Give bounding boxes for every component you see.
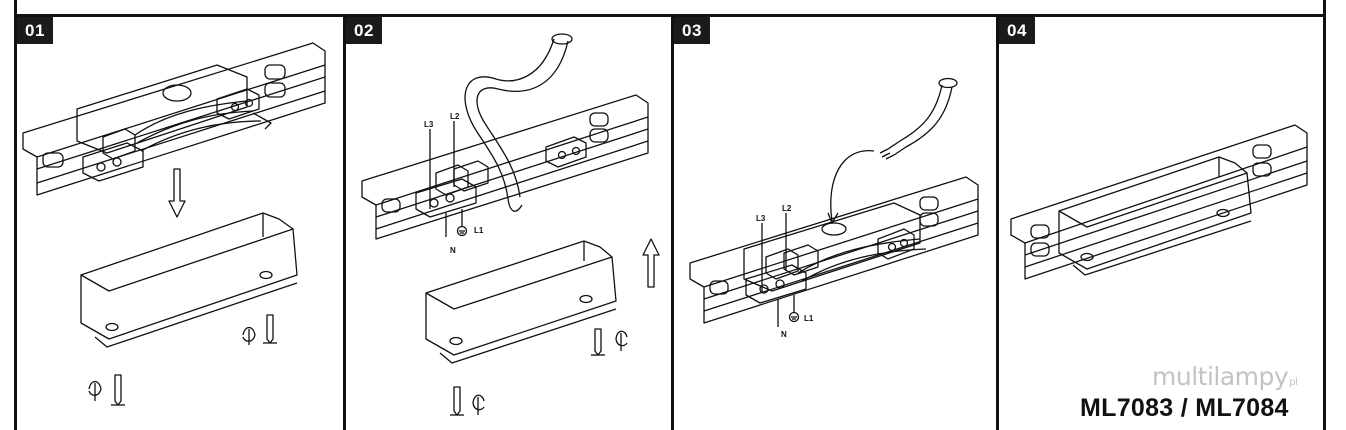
supply-cable [827,77,958,224]
model-number: ML7083 / ML7084 [1080,394,1289,422]
wire-labels: L3 L2 L1 N [424,112,484,255]
cover-plate [1058,156,1252,276]
wire-labels: L3 L2 L1 N [756,204,814,339]
watermark-suffix: pl [1289,377,1298,388]
watermark-logo: multilampypl [1152,362,1298,391]
connector-wired-illustration: L3 L2 L1 N [361,33,660,416]
track-rail [361,94,649,240]
diagram-frame [14,0,1326,430]
label-l3: L3 [756,214,766,223]
step-panel-03: 03 [674,17,996,430]
label-l1: L1 [804,314,814,323]
panel-divider-1 [343,14,346,430]
arrow-down-icon [168,168,186,218]
rotate-icon [88,326,256,401]
screw-icon [450,328,605,416]
screw-icon [111,314,277,406]
label-n: N [450,246,456,255]
step-panel-02: 02 L3 L2 [346,17,671,430]
label-n: N [781,330,787,339]
watermark-text: multilampy [1152,362,1289,391]
connector-cable-route-illustration: L3 L2 L1 N [689,77,979,339]
label-l3: L3 [424,120,434,129]
label-l1: L1 [474,226,484,235]
connector-assembled-illustration [1010,124,1308,280]
frame-top-line [14,14,1326,17]
arrow-up-icon [642,238,660,288]
supply-cable [464,33,573,212]
panel-divider-3 [996,14,999,430]
step-number: 04 [999,17,1035,44]
label-l2: L2 [450,112,460,121]
connector-open-illustration [22,42,326,406]
step-panel-01: 01 [17,17,343,430]
step-number: 03 [674,17,710,44]
step-number: 01 [17,17,53,44]
label-l2: L2 [782,204,792,213]
earth-icon [788,311,800,323]
cover-plate [425,240,617,364]
earth-icon [456,225,468,237]
cover-plate [80,212,298,348]
junction-body [76,64,262,154]
track-rail [689,176,979,324]
panel-divider-2 [671,14,674,430]
step-number: 02 [346,17,382,44]
terminal-block [82,88,272,182]
terminal-block [745,228,915,304]
track-rail [1010,124,1308,280]
rotate-icon [472,330,628,415]
step-panel-04: 04 [999,17,1326,430]
terminal-block [415,136,587,218]
